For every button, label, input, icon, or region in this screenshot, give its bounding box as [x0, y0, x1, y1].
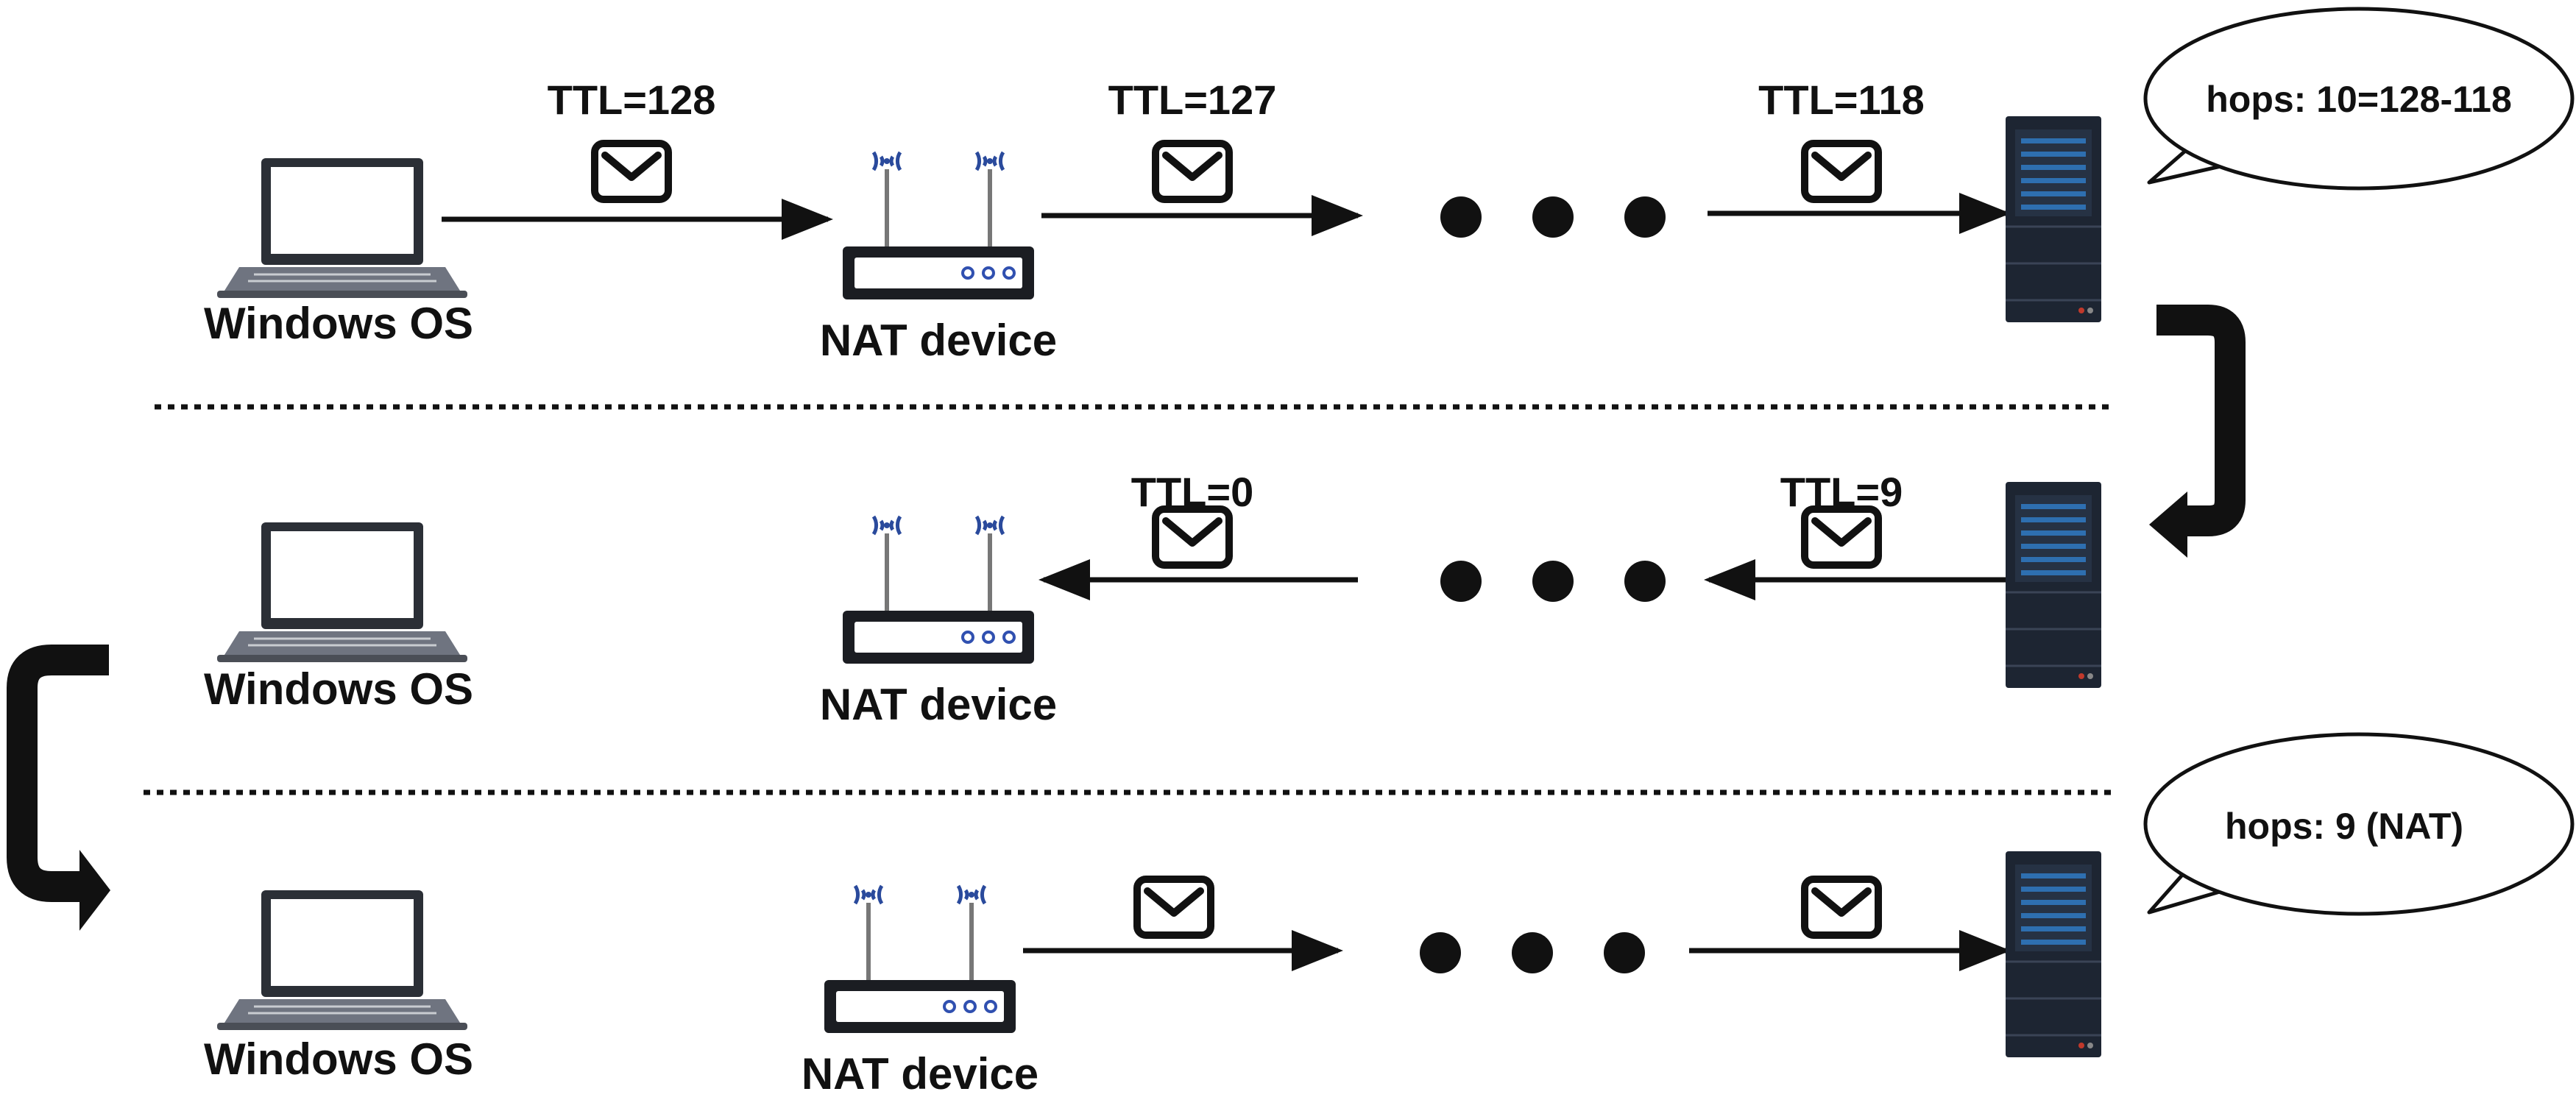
router-icon: [824, 886, 1016, 1033]
laptop-label: Windows OS: [204, 664, 473, 714]
ellipsis-dots: [1440, 196, 1666, 238]
row-2: Windows OS NAT device TTL=0 TTL=9: [204, 469, 2103, 729]
row-3: Windows OS NAT device hops: 9 (NAT): [204, 732, 2575, 1098]
laptop-label: Windows OS: [204, 299, 473, 348]
curved-arrow-head: [2149, 491, 2187, 558]
bubble-text: hops: 9 (NAT): [2225, 806, 2463, 847]
router-label: NAT device: [820, 316, 1057, 365]
envelope-icon: [1805, 509, 1878, 565]
router-icon: [843, 517, 1034, 664]
envelope-icon: [1137, 879, 1211, 935]
curved-arrow: [7, 645, 109, 902]
envelope-icon: [595, 143, 668, 199]
envelope-icon: [1156, 509, 1229, 565]
ttl-label: TTL=118: [1758, 77, 1925, 123]
router-icon: [843, 152, 1034, 299]
speech-bubble: hops: 10=128-118: [2143, 7, 2575, 191]
row-1: Windows OS TTL=128 NAT device TTL=127 TT…: [204, 7, 2575, 365]
server-icon: [2004, 480, 2103, 689]
curved-arrow: [2156, 305, 2246, 536]
laptop-icon: [216, 157, 469, 299]
server-icon: [2004, 850, 2103, 1059]
router-label: NAT device: [820, 680, 1057, 729]
laptop-label: Windows OS: [204, 1034, 473, 1084]
bubble-text: hops: 10=128-118: [2206, 79, 2512, 120]
envelope-icon: [1156, 143, 1229, 199]
ttl-label: TTL=127: [1108, 77, 1277, 123]
envelope-icon: [1805, 143, 1878, 199]
speech-bubble: hops: 9 (NAT): [2143, 732, 2575, 916]
laptop-icon: [216, 889, 469, 1032]
ellipsis-dots: [1420, 932, 1645, 973]
envelope-icon: [1805, 879, 1878, 935]
router-label: NAT device: [802, 1049, 1038, 1098]
ellipsis-dots: [1440, 561, 1666, 602]
ttl-label: TTL=128: [548, 77, 716, 123]
laptop-icon: [216, 521, 469, 664]
server-icon: [2004, 115, 2103, 324]
curved-arrow-head: [79, 850, 110, 931]
